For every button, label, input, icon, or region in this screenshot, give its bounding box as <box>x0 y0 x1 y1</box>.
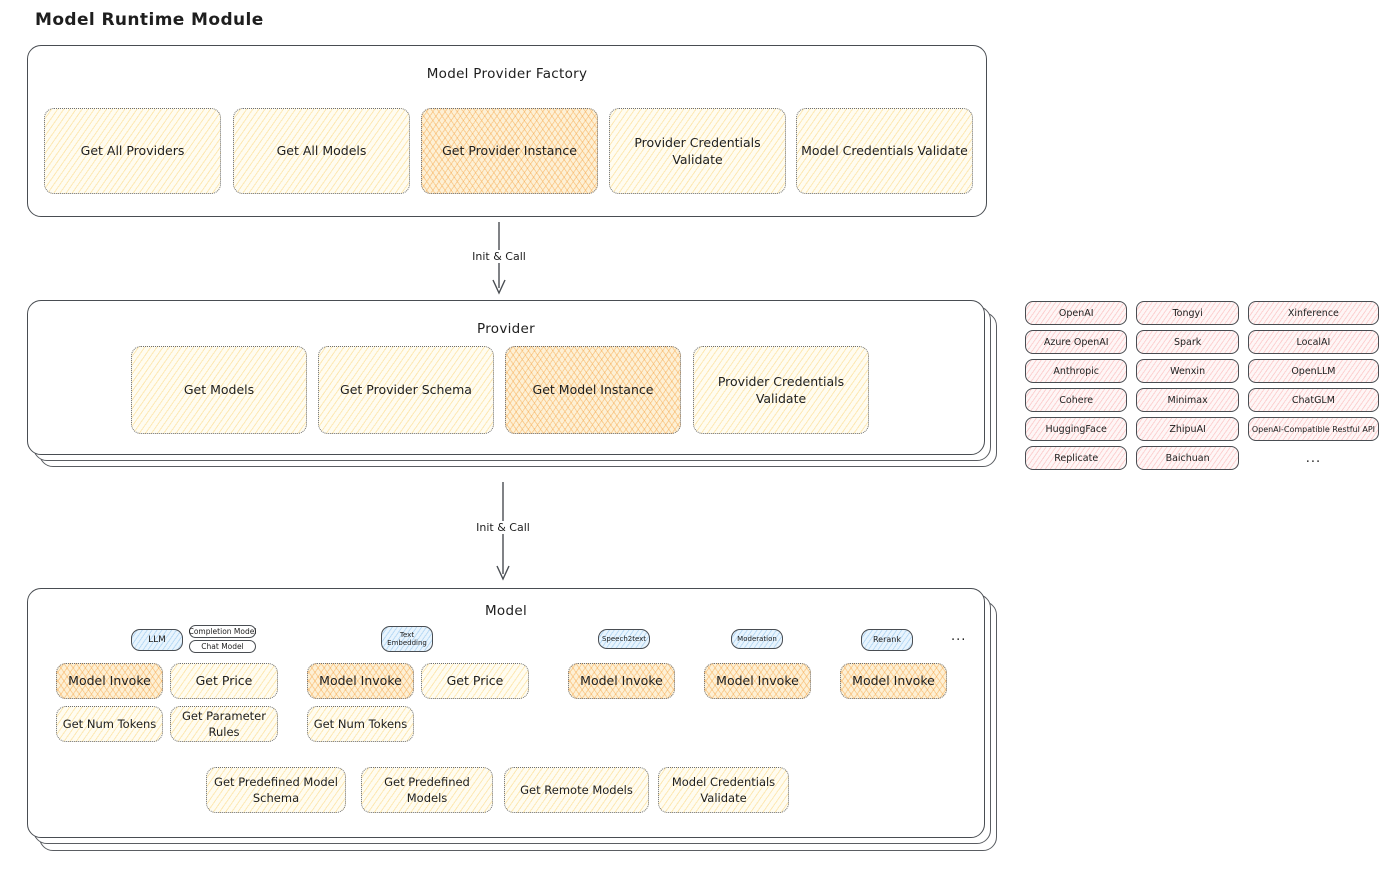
provider-item: Xinference <box>1247 301 1380 325</box>
provider-item: ZhipuAI <box>1136 417 1239 441</box>
providers-column-2: Tongyi Spark Wenxin Minimax ZhipuAI Baic… <box>1136 301 1239 470</box>
node-model-credentials-validate: Model Credentials Validate <box>796 108 973 194</box>
node-get-all-models: Get All Models <box>233 108 410 194</box>
node-provider-credentials-validate-2: Provider Credentials Validate <box>693 346 869 434</box>
providers-column-1: OpenAI Azure OpenAI Anthropic Cohere Hug… <box>1025 301 1128 470</box>
provider-item: Anthropic <box>1025 359 1128 383</box>
provider-item: Cohere <box>1025 388 1128 412</box>
tag-speech2text: Speech2text <box>598 629 650 649</box>
node-provider-credentials-validate: Provider Credentials Validate <box>609 108 786 194</box>
provider-item: Replicate <box>1025 446 1128 470</box>
provider-item: ChatGLM <box>1247 388 1380 412</box>
provider-item: OpenAI-Compatible Restful API <box>1247 417 1380 441</box>
factory-container: Model Provider Factory Get All Providers… <box>27 45 987 217</box>
providers-column-3: Xinference LocalAI OpenLLM ChatGLM OpenA… <box>1247 301 1380 470</box>
provider-item: Minimax <box>1136 388 1239 412</box>
provider-item: Wenxin <box>1136 359 1239 383</box>
arrow1-label: Init & Call <box>467 250 531 263</box>
diagram-title: Model Runtime Module <box>35 10 264 30</box>
provider-item: Spark <box>1136 330 1239 354</box>
provider-item: OpenAI <box>1025 301 1128 325</box>
arrow2-label: Init & Call <box>471 521 535 534</box>
factory-title: Model Provider Factory <box>426 66 588 82</box>
provider-container: Provider Get Models Get Provider Schema … <box>27 300 985 455</box>
tag-completion-model: Completion Model <box>188 625 257 638</box>
tag-llm: LLM <box>131 629 183 651</box>
node-get-num-tokens-embedding: Get Num Tokens <box>307 706 414 742</box>
node-get-model-instance: Get Model Instance <box>505 346 681 434</box>
node-get-models: Get Models <box>131 346 307 434</box>
node-model-invoke-speech2text: Model Invoke <box>568 663 675 699</box>
provider-item: Tongyi <box>1136 301 1239 325</box>
model-tags-ellipsis: ... <box>951 629 967 644</box>
node-model-invoke-embedding: Model Invoke <box>307 663 414 699</box>
node-get-predefined-model-schema: Get Predefined Model Schema <box>206 767 346 813</box>
node-get-num-tokens-llm: Get Num Tokens <box>56 706 163 742</box>
node-get-price-llm: Get Price <box>170 663 278 699</box>
node-get-remote-models: Get Remote Models <box>504 767 649 813</box>
provider-title: Provider <box>477 321 535 337</box>
node-get-provider-schema: Get Provider Schema <box>318 346 494 434</box>
providers-list: OpenAI Azure OpenAI Anthropic Cohere Hug… <box>1025 301 1380 470</box>
node-get-price-embedding: Get Price <box>421 663 529 699</box>
node-model-credentials-validate-2: Model Credentials Validate <box>658 767 789 813</box>
provider-item: HuggingFace <box>1025 417 1128 441</box>
tag-chat-model: Chat Model <box>189 640 256 653</box>
provider-item: Baichuan <box>1136 446 1239 470</box>
node-model-invoke-llm: Model Invoke <box>56 663 163 699</box>
node-get-predefined-models: Get Predefined Models <box>361 767 493 813</box>
node-get-all-providers: Get All Providers <box>44 108 221 194</box>
node-get-provider-instance: Get Provider Instance <box>421 108 598 194</box>
node-model-invoke-rerank: Model Invoke <box>840 663 947 699</box>
tag-moderation: Moderation <box>731 629 783 649</box>
node-get-parameter-rules: Get Parameter Rules <box>170 706 278 742</box>
tag-text-embedding: Text Embedding <box>381 626 433 652</box>
providers-ellipsis: ... <box>1305 450 1322 466</box>
model-title: Model <box>484 603 528 619</box>
model-container: Model LLM Completion Model Chat Model Te… <box>27 588 985 838</box>
tag-rerank: Rerank <box>861 629 913 651</box>
provider-item: OpenLLM <box>1247 359 1380 383</box>
provider-item: LocalAI <box>1247 330 1380 354</box>
node-model-invoke-moderation: Model Invoke <box>704 663 811 699</box>
provider-item: Azure OpenAI <box>1025 330 1128 354</box>
